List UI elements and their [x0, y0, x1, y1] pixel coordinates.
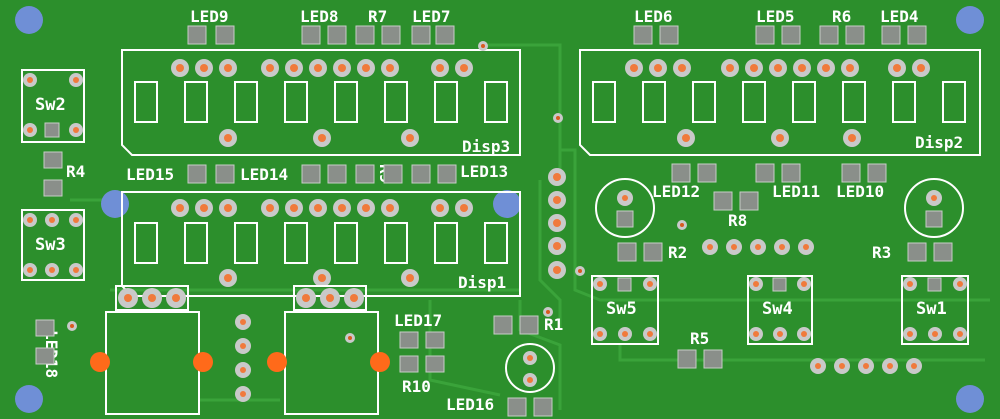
label-r1: R1 — [544, 315, 563, 334]
label-r3: R3 — [872, 243, 891, 262]
label-led10: LED10 — [836, 182, 884, 201]
label-led9: LED9 — [190, 7, 229, 26]
disp3-module: Disp3 — [121, 49, 521, 156]
label-sw1: Sw1 — [916, 299, 947, 319]
label-sw5: Sw5 — [606, 299, 637, 319]
disp1-label: Disp1 — [458, 273, 506, 292]
right-switches: Sw5 Sw4 Sw1 R5 — [591, 275, 969, 374]
label-led6: LED6 — [634, 7, 673, 26]
label-led13: LED13 — [460, 162, 508, 181]
label-led15: LED15 — [126, 165, 174, 184]
label-r7: R7 — [368, 7, 387, 26]
top-row-components: LED9 LED8 R7 LED7 LED6 LED5 R6 LED4 — [187, 7, 927, 51]
mount-hole-bl — [15, 385, 43, 413]
label-led11: LED11 — [772, 182, 820, 201]
mount-hole-br — [956, 385, 984, 413]
disp3-label: Disp3 — [462, 137, 510, 156]
mount-hole-mr — [493, 190, 521, 218]
mount-hole-tr — [956, 6, 984, 34]
label-led7: LED7 — [412, 7, 451, 26]
label-r10: R10 — [402, 377, 431, 396]
label-led8: LED8 — [300, 7, 339, 26]
bottom-left-components: LED18 — [35, 285, 390, 415]
label-led5: LED5 — [756, 7, 795, 26]
label-led14: LED14 — [240, 165, 288, 184]
label-r5: R5 — [690, 329, 709, 348]
led-radials: R2 R3 — [595, 178, 964, 262]
label-led4: LED4 — [880, 7, 919, 26]
label-r4: R4 — [66, 162, 85, 181]
label-sw3: Sw3 — [35, 235, 66, 255]
middle-header — [548, 113, 687, 279]
label-sw2: Sw2 — [35, 95, 66, 115]
label-sw4: Sw4 — [762, 299, 793, 319]
label-led16: LED16 — [446, 395, 494, 414]
left-switches: Sw2 R4 Sw3 — [21, 69, 85, 281]
label-r6: R6 — [832, 7, 851, 26]
middle-row-components: LED15 LED14 R9 LED13 LED12 LED11 LED10 R… — [126, 162, 887, 230]
mount-hole-tl — [15, 6, 43, 34]
mount-hole-ml — [101, 190, 129, 218]
copper-traces — [70, 43, 990, 410]
label-led17: LED17 — [394, 311, 442, 330]
bottom-center-components: LED17 R10 R1 LED16 — [394, 307, 563, 417]
disp2-module: Disp2 — [579, 49, 981, 156]
label-r8: R8 — [728, 211, 747, 230]
label-r2: R2 — [668, 243, 687, 262]
disp2-label: Disp2 — [915, 133, 963, 152]
label-led12: LED12 — [652, 182, 700, 201]
